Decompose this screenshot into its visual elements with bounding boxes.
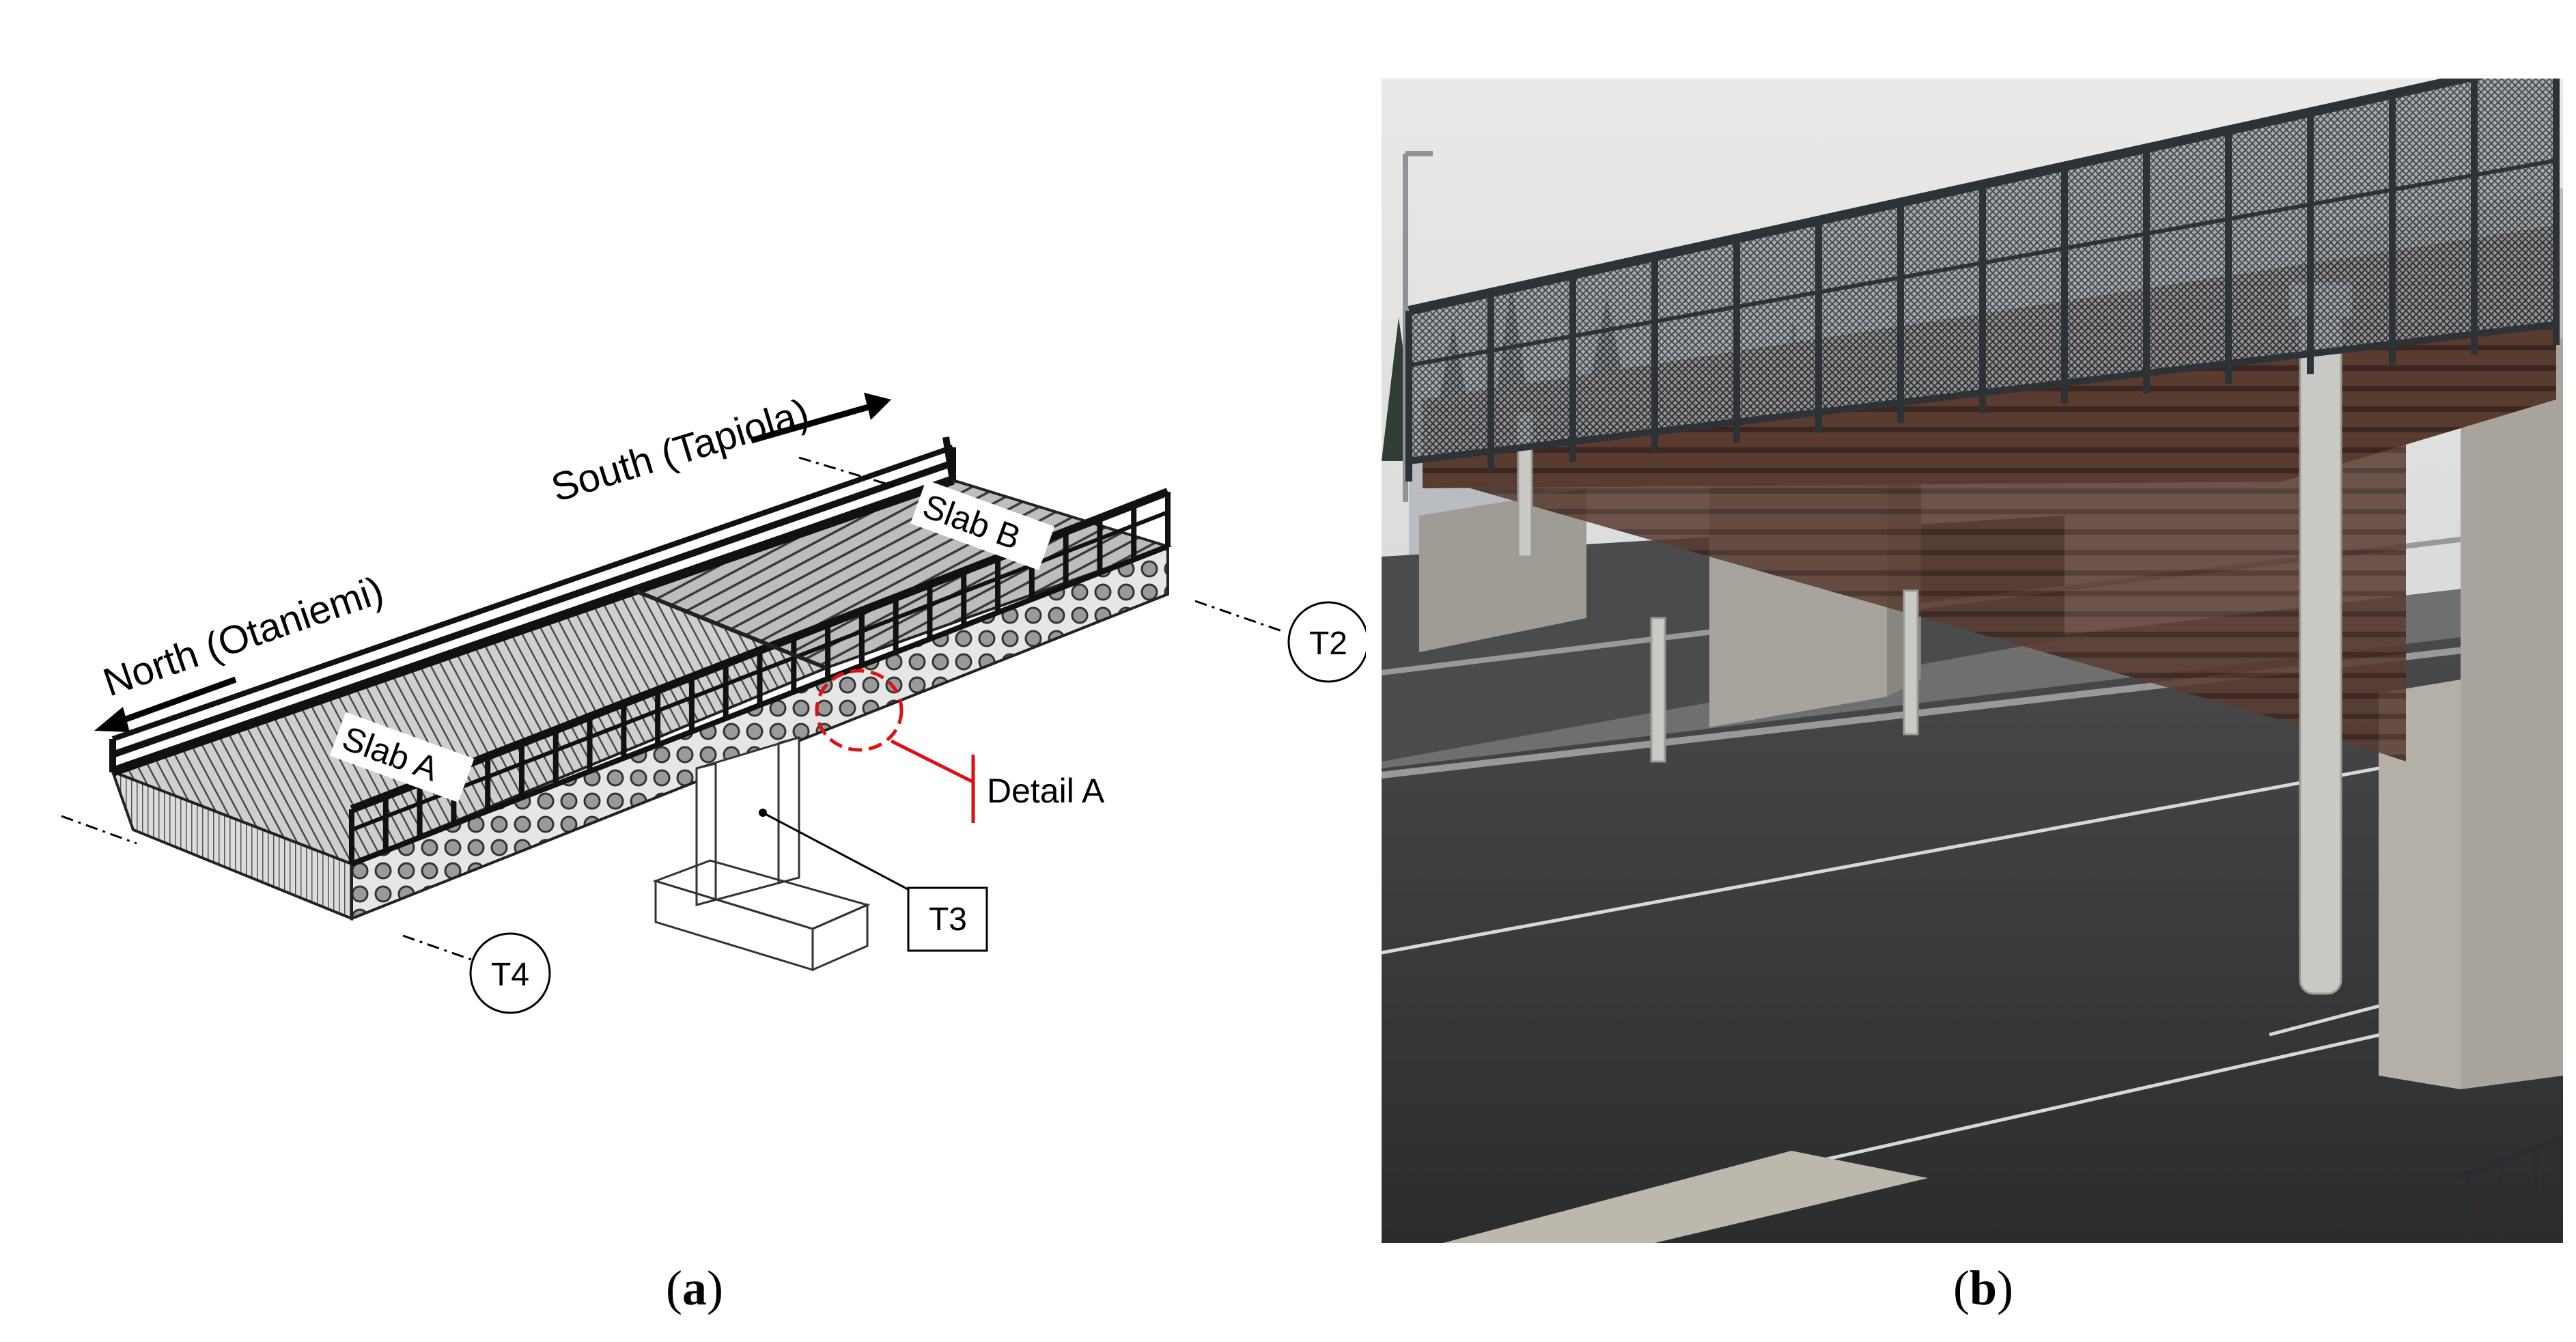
- caption-b-letter: b: [1969, 1261, 1998, 1315]
- caption-a-letter: a: [682, 1261, 707, 1315]
- panel-a-drawing: North (Otaniemi) South (Tapiola) Slab A …: [61, 390, 1369, 1014]
- lane-line: [1381, 732, 2564, 955]
- t2-axis: [1194, 600, 1285, 633]
- north-label: North (Otaniemi): [98, 568, 389, 705]
- t4-label: T4: [491, 957, 529, 993]
- detail-a-circle: [815, 669, 904, 752]
- t3-label: T3: [929, 901, 967, 938]
- caption-b: (b): [1953, 1261, 2014, 1315]
- railing-posts: [1405, 58, 2560, 481]
- detail-a-leader: [890, 739, 975, 784]
- median-curb: [1443, 1151, 1928, 1243]
- back-railing: [109, 436, 956, 777]
- t3-leader: [762, 811, 912, 893]
- pier: [695, 736, 800, 906]
- t4-marker: [469, 932, 551, 1014]
- t3-marker: [907, 886, 988, 952]
- main-road: [1382, 611, 2563, 1243]
- t4-axis-back: [61, 815, 137, 845]
- north-arrow: [94, 676, 237, 732]
- south-label: South (Tapiola): [546, 390, 814, 510]
- caption-a: (a): [666, 1261, 723, 1315]
- detail-a-label: Detail A: [987, 772, 1105, 810]
- deck-end-face: [110, 769, 353, 921]
- foreground-fence: [2459, 1134, 2564, 1243]
- panel-b-photo: [1381, 53, 2564, 1243]
- t2-axis-back: [798, 456, 895, 488]
- south-arrow: [750, 393, 891, 444]
- t2-label: T2: [1309, 626, 1347, 662]
- slab-joint: [634, 589, 828, 670]
- t4-axis: [402, 934, 472, 961]
- pier-footing: [652, 859, 871, 972]
